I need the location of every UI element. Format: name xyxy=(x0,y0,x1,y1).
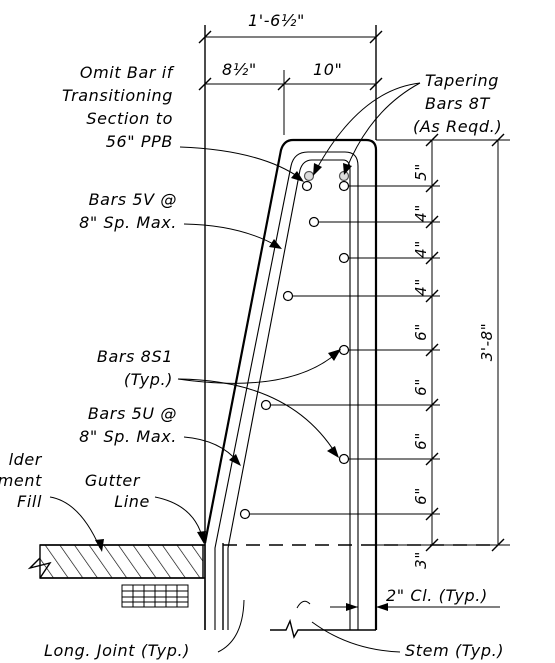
bars-5v-label: Bars 5V @ 8" Sp. Max. xyxy=(79,190,177,232)
stem-hook xyxy=(296,600,311,609)
bars-5u-label: Bars 5U @ 8" Sp. Max. xyxy=(79,404,177,446)
spacing-label-9: 3" xyxy=(412,551,430,569)
spacing-label-7: 6" xyxy=(412,432,430,450)
top-width-dimensions xyxy=(198,30,383,135)
bar-8s1-9 xyxy=(239,508,251,520)
tapering-line-3: (As Reqd.) xyxy=(413,117,502,136)
spacing-label-8: 6" xyxy=(412,487,430,505)
spacing-label-5: 6" xyxy=(412,323,430,341)
break-line xyxy=(270,618,376,639)
gutter-line-label: Gutter Line xyxy=(85,471,150,511)
omit-bar-line-3: Section to xyxy=(86,109,173,128)
bars-5v-line-1: Bars 5V @ xyxy=(89,190,177,209)
bars-8s1-line-2: (Typ.) xyxy=(124,370,173,389)
stem-label: Stem (Typ.) xyxy=(405,641,504,660)
spacing-dimension-line xyxy=(425,133,439,552)
bars-5u-line-2: 8" Sp. Max. xyxy=(79,427,177,446)
tapering-bar-left xyxy=(303,170,315,182)
bar-circles xyxy=(239,170,350,520)
spacing-label-4: 4" xyxy=(412,278,430,296)
joint-sealant-symbol xyxy=(121,584,189,608)
spacing-label-1: 5" xyxy=(412,163,430,181)
bars-8s1-line-1: Bars 8S1 xyxy=(97,347,173,366)
omit-bar-line-2: Transitioning xyxy=(62,86,173,105)
tapering-line-2: Bars 8T xyxy=(425,94,491,113)
bar-8s1-8 xyxy=(338,453,350,465)
bars-5v xyxy=(214,151,359,630)
clearance-dimension xyxy=(330,592,500,615)
bar-8s1-1 xyxy=(301,180,313,192)
bars-5v-line-2: 8" Sp. Max. xyxy=(79,213,177,232)
bar-8s1-6 xyxy=(338,344,350,356)
shoulder-fill-label: lder ment Fill xyxy=(0,450,43,511)
gutter-line-1: Gutter xyxy=(85,471,141,490)
shoulder-line-1: lder xyxy=(9,450,43,469)
omit-bar-line-4: 56" PPB xyxy=(106,132,173,151)
left-width-label: 8½" xyxy=(222,60,257,79)
right-width-label: 10" xyxy=(313,60,343,79)
bars-8s1-label: Bars 8S1 (Typ.) xyxy=(97,347,173,389)
bars-5u-line-1: Bars 5U @ xyxy=(88,404,177,423)
bar-8s1-5 xyxy=(282,290,294,302)
bar-8s1-2 xyxy=(338,180,350,192)
top-dimension-labels: 1'-6½" 8½" 10" xyxy=(222,11,343,79)
gutter-line-2: Line xyxy=(114,492,150,511)
omit-bar-line-1: Omit Bar if xyxy=(80,63,175,82)
spacing-labels: 5" 4" 4" 4" 6" 6" 6" 6" 3" 3'-8" xyxy=(412,163,496,569)
spacing-label-3: 4" xyxy=(412,240,430,258)
tapering-line-1: Tapering xyxy=(425,71,499,90)
barrier-outline xyxy=(203,25,378,630)
bar-8s1-4 xyxy=(338,252,350,264)
shoulder-line-2: ment xyxy=(0,471,42,490)
bar-8s1-3 xyxy=(308,216,320,228)
pavement-slab xyxy=(27,544,498,579)
overall-width-label: 1'-6½" xyxy=(248,11,305,30)
leader-lines xyxy=(49,82,421,653)
shoulder-line-3: Fill xyxy=(17,492,42,511)
clearance-label: 2" Cl. (Typ.) xyxy=(386,586,488,605)
spacing-label-6: 6" xyxy=(412,378,430,396)
bar-8s1-7 xyxy=(260,399,272,411)
long-joint-label: Long. Joint (Typ.) xyxy=(44,641,190,660)
overall-height-label: 3'-8" xyxy=(478,323,496,362)
dimension-extension-lines xyxy=(250,139,510,546)
tapering-bars-label: Tapering Bars 8T (As Reqd.) xyxy=(413,71,502,136)
spacing-label-2: 4" xyxy=(412,204,430,222)
overall-height-dimension xyxy=(491,133,505,552)
omit-bar-label: Omit Bar if Transitioning Section to 56"… xyxy=(62,63,175,151)
